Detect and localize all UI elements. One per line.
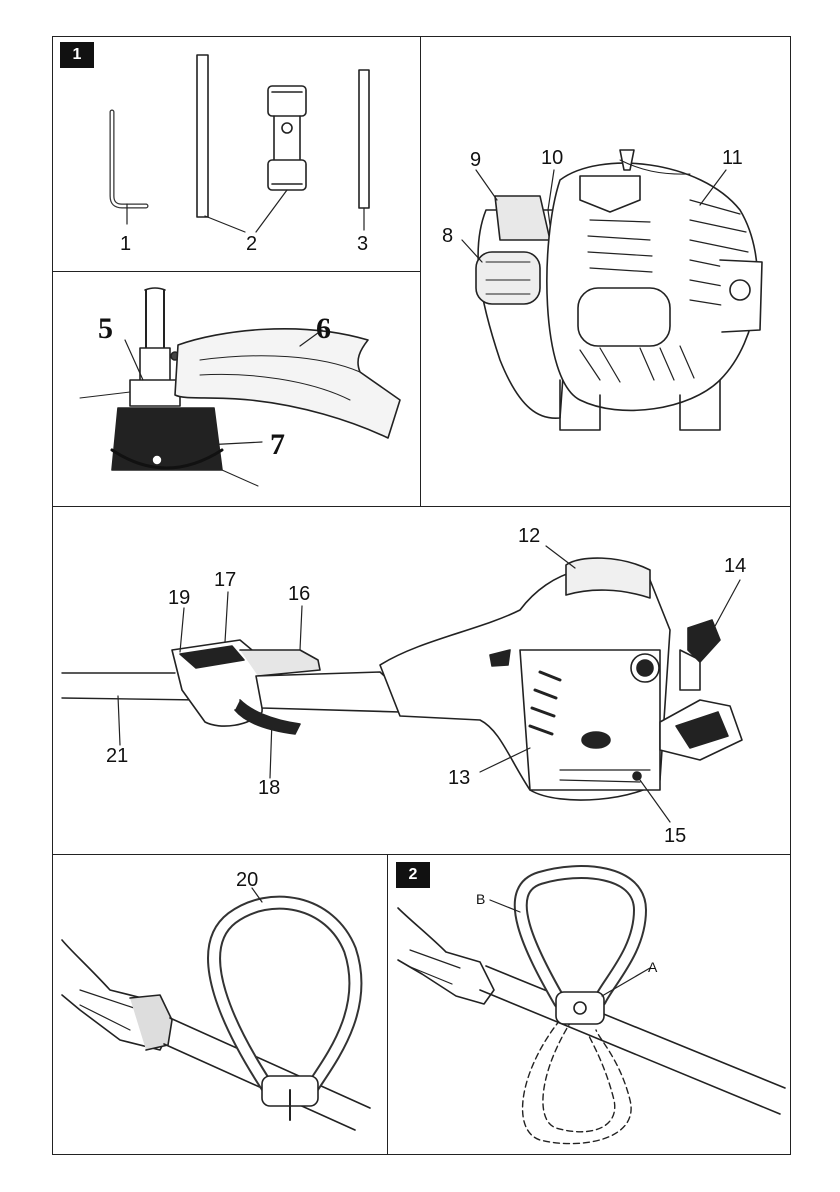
label-throttle-trigger: 18 <box>258 778 280 798</box>
tommy-bar-tool <box>197 55 208 217</box>
label-loop-handle: 20 <box>236 870 258 890</box>
label-stop-switch: 17 <box>214 570 236 590</box>
label-hex-key: 1 <box>120 234 131 254</box>
label-handle-grip: 19 <box>168 588 190 608</box>
label-a: A <box>648 960 657 974</box>
pin-tool <box>359 70 369 208</box>
trimmer-body <box>62 558 742 800</box>
label-air-filter: 9 <box>470 150 481 170</box>
figure-badge-2: 2 <box>396 862 430 888</box>
label-engine-cover: 12 <box>518 526 540 546</box>
engine-unit <box>476 150 762 430</box>
label-spool: 7 <box>270 430 285 460</box>
loop-handle-adjustable <box>398 872 785 1144</box>
loop-handle <box>62 903 370 1130</box>
label-b: B <box>476 892 485 906</box>
label-fuel-cap: 8 <box>442 226 453 246</box>
label-primer: 13 <box>448 768 470 788</box>
label-guard: 6 <box>316 314 331 344</box>
label-starter-handle: 14 <box>724 556 746 576</box>
label-drive-shaft: 21 <box>106 746 128 766</box>
label-throttle-lock: 16 <box>288 584 310 604</box>
hex-key-tool <box>112 112 146 206</box>
label-muffler: 11 <box>722 148 743 168</box>
label-switch: 15 <box>664 826 686 846</box>
label-pin: 3 <box>357 234 368 254</box>
label-choke: 10 <box>541 148 563 168</box>
trimmer-head <box>80 288 400 486</box>
box-spanner-tool <box>268 86 306 190</box>
label-head-mount: 5 <box>98 314 113 344</box>
label-spanner-set: 2 <box>246 234 257 254</box>
figure-badge-1: 1 <box>60 42 94 68</box>
